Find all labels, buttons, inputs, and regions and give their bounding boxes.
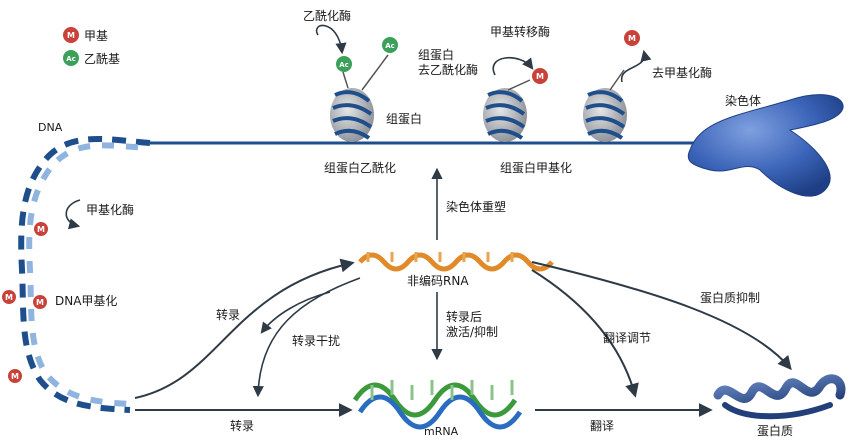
methyl-icon: M xyxy=(624,30,640,46)
nucleosome-methylated xyxy=(483,79,531,142)
methyl-icon: M xyxy=(34,222,48,236)
acetyltransferase-arrow xyxy=(315,24,347,55)
nucleosome-demethylated xyxy=(583,69,627,142)
dna-label: DNA xyxy=(38,121,63,134)
chromosome-label: 染色体 xyxy=(725,93,761,108)
dna-helix xyxy=(18,135,151,413)
protein-inhibition-arrow xyxy=(531,261,792,371)
methyl-icon: M xyxy=(8,369,22,383)
protein-label: 蛋白质 xyxy=(757,423,793,438)
interference-arrow-2 xyxy=(260,291,331,334)
mrna-label: mRNA xyxy=(424,425,459,438)
methyltransferase-label: 甲基转移酶 xyxy=(490,24,550,39)
transcription-upper-label: 转录 xyxy=(216,307,240,322)
demethylase-arrow xyxy=(621,49,652,83)
protein-shape xyxy=(713,374,846,420)
translation-regulation-arrow xyxy=(531,269,639,398)
methyl-icon: M xyxy=(2,290,16,304)
svg-text:M: M xyxy=(628,34,636,43)
protein-inhibition-label: 蛋白质抑制 xyxy=(700,290,760,305)
histone-label: 组蛋白 xyxy=(386,111,422,126)
methyl-icon: M xyxy=(532,68,548,84)
chromatin-remodeling-label: 染色体重塑 xyxy=(446,199,506,214)
ncrna-label: 非编码RNA xyxy=(407,273,469,288)
translation-regulation-label: 翻译调节 xyxy=(603,331,651,345)
methylase-arrow xyxy=(65,199,81,230)
dna-methylation-label: DNA甲基化 xyxy=(55,294,117,308)
histone-methylation-label: 组蛋白甲基化 xyxy=(500,160,572,175)
svg-text:M: M xyxy=(11,372,19,381)
post-transcription-line: 转录后 xyxy=(446,309,482,324)
methyl-symbol: M xyxy=(67,31,75,40)
transcription-lower-label: 转录 xyxy=(230,418,254,433)
acetyl-icon: Ac xyxy=(336,56,352,72)
svg-text:M: M xyxy=(5,293,13,302)
acetyl-symbol: Ac xyxy=(66,55,76,63)
svg-text:M: M xyxy=(37,225,45,234)
demethylase-label: 去甲基化酶 xyxy=(652,65,712,80)
chromosome-shape xyxy=(687,94,844,197)
acetyl-legend-label: 乙酰基 xyxy=(84,52,120,66)
ncrna-strand xyxy=(358,252,554,272)
translation-label: 翻译 xyxy=(590,419,614,433)
transcriptional-interference-label: 转录干扰 xyxy=(292,333,340,348)
transcription-upper-arrow xyxy=(134,258,355,399)
svg-text:Ac: Ac xyxy=(385,42,395,50)
acetyl-icon: Ac xyxy=(382,37,398,53)
deacetylase-line-2: 去乙酰化酶 xyxy=(418,62,478,77)
mrna-strand xyxy=(352,380,523,430)
methyl-legend-icon: M xyxy=(63,27,79,43)
deacetylase-line: 组蛋白 xyxy=(418,47,454,62)
svg-text:M: M xyxy=(536,72,544,81)
dna-methyl-marks: M M M M xyxy=(2,222,48,383)
svg-text:Ac: Ac xyxy=(339,61,349,69)
histone-deacetylase-label: 组蛋白去乙酰化酶 xyxy=(418,47,478,77)
acetyltransferase-label: 乙酰化酶 xyxy=(303,8,351,23)
methyl-icon: M xyxy=(33,295,47,309)
post-transcription-label: 转录后激活/抑制 xyxy=(446,309,498,339)
legend: M 甲基 Ac 乙酰基 xyxy=(63,27,120,66)
interference-arrow xyxy=(252,277,361,398)
histone-acetylation-label: 组蛋白乙酰化 xyxy=(324,160,396,175)
post-transcription-line-2: 激活/抑制 xyxy=(446,324,498,339)
methyl-legend-label: 甲基 xyxy=(84,29,108,43)
svg-text:M: M xyxy=(36,298,44,307)
nucleosome-acetylated xyxy=(330,54,389,142)
acetyl-legend-icon: Ac xyxy=(63,50,79,66)
methyltransferase-arrow xyxy=(492,56,534,76)
methylase-label: 甲基化酶 xyxy=(86,202,134,217)
